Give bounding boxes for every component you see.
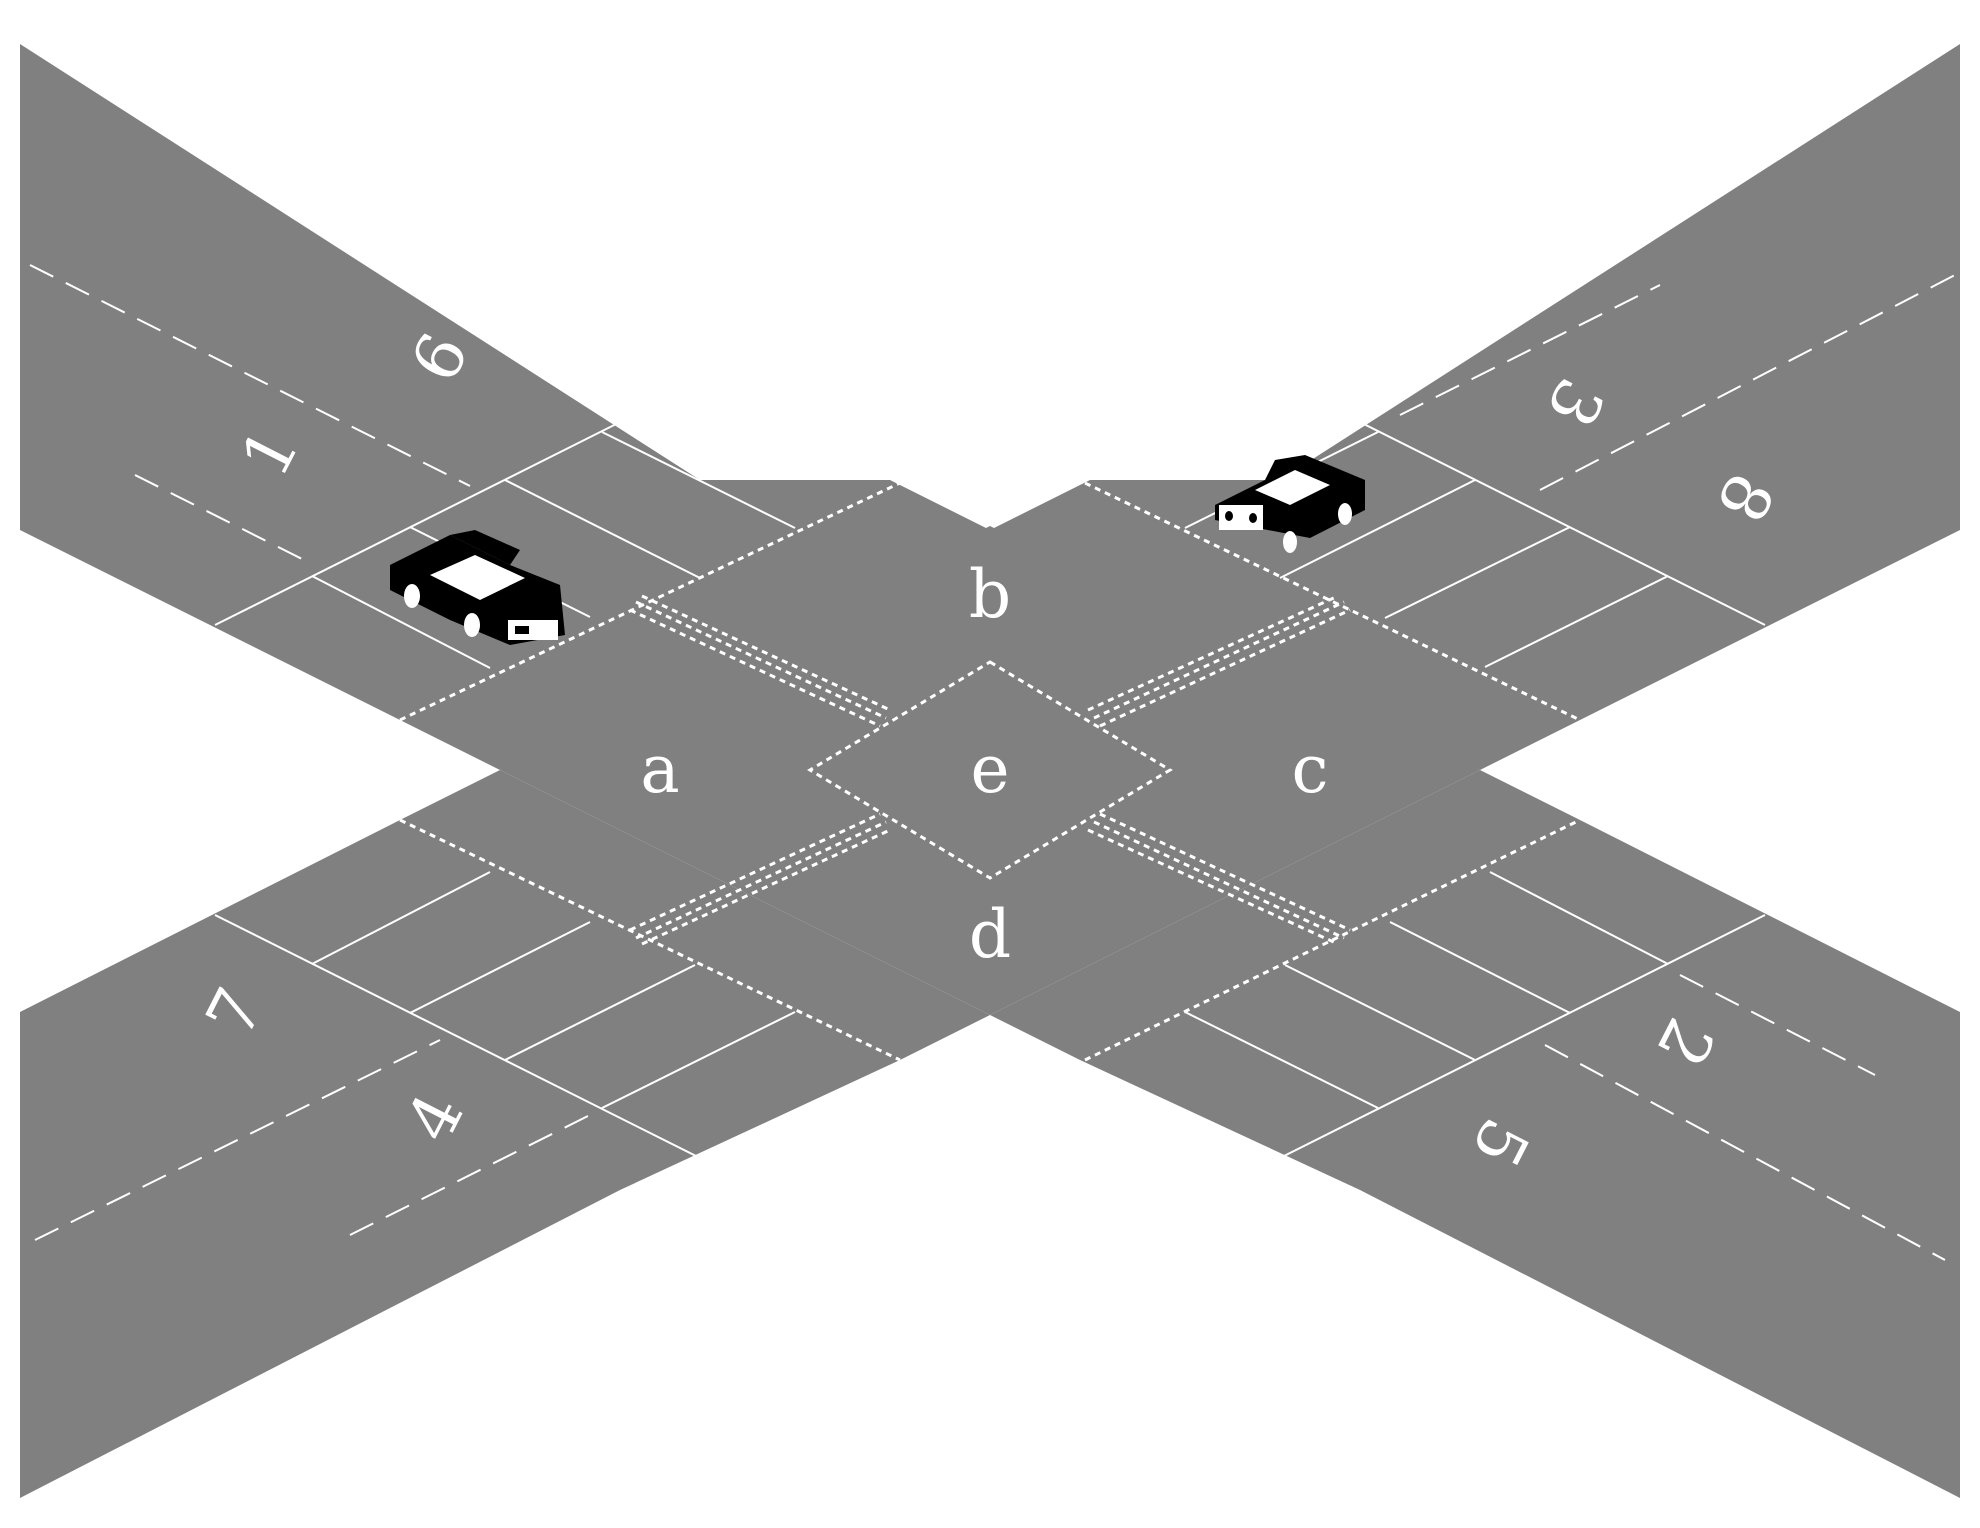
road-arm-northwest — [20, 44, 990, 770]
dash-sw-2 — [349, 1114, 591, 1236]
dash-se-2 — [1679, 974, 1876, 1076]
zone-label-d: d — [969, 896, 1011, 973]
road-surface — [20, 44, 1960, 1498]
dash-nw-1 — [29, 264, 471, 487]
road-arm-southwest — [20, 770, 990, 1498]
lane-dividers — [29, 264, 1956, 1261]
crosswalk-southeast — [1184, 871, 1766, 1159]
car-icon — [1215, 455, 1365, 553]
zone-boundaries — [629, 594, 1351, 946]
crosswalk-southwest — [214, 871, 796, 1159]
zone-label-a: a — [640, 731, 679, 808]
dash-nw-2 — [134, 474, 311, 564]
dash-ne-1 — [1399, 284, 1661, 416]
zone-e-boundary — [807, 660, 1173, 880]
zone-label-b: b — [969, 556, 1011, 633]
zone-labels: a b c d e — [640, 556, 1328, 973]
dash-sw-1 — [34, 1039, 441, 1241]
intersection-core — [500, 526, 1480, 1015]
zone-label-e: e — [970, 731, 1009, 808]
car-icon — [390, 530, 565, 645]
car-west — [390, 530, 565, 645]
zone-label-c: c — [1292, 731, 1329, 808]
road-arm-northeast — [990, 44, 1960, 770]
road-arm-southeast — [990, 770, 1960, 1498]
car-east — [1215, 455, 1365, 553]
dash-se-1 — [1544, 1044, 1946, 1261]
